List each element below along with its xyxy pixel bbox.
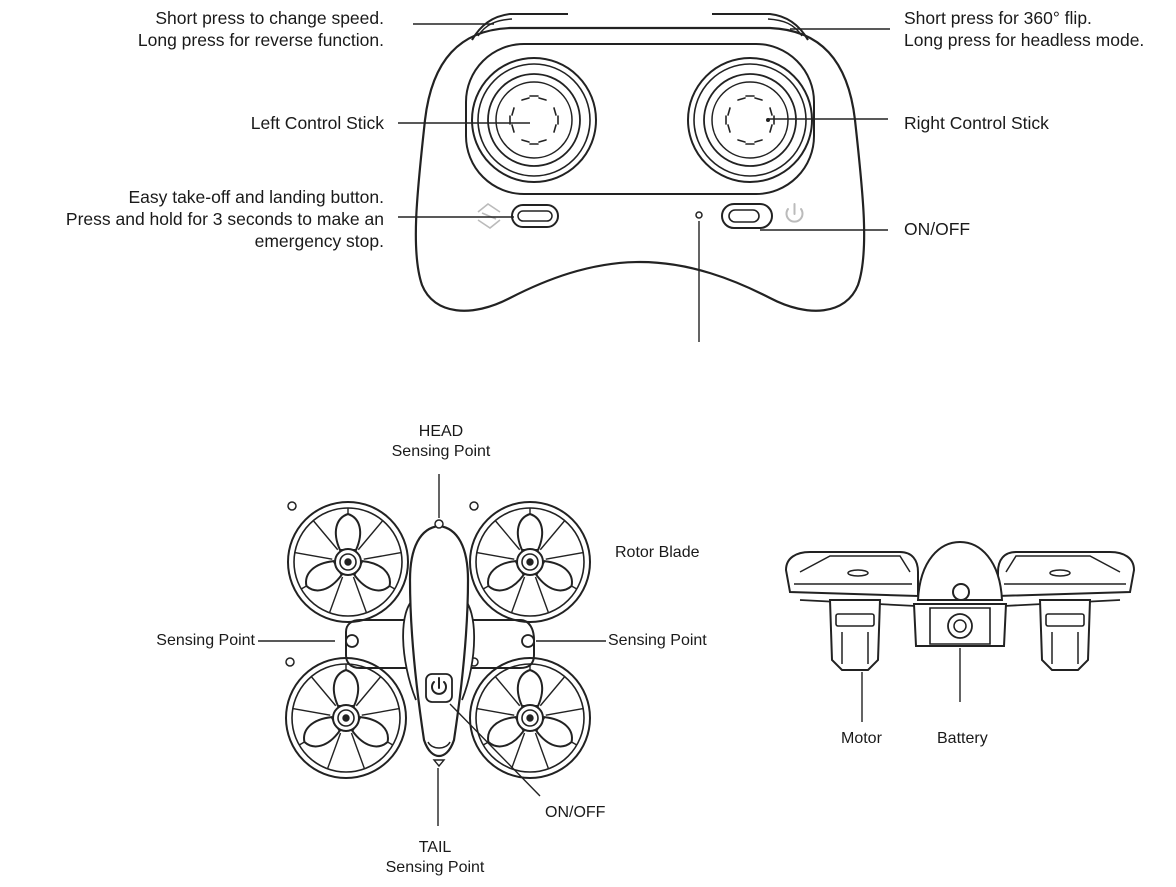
drone-top-view [285, 501, 591, 779]
right-motor [1038, 599, 1092, 671]
leader-drone-power [449, 703, 541, 797]
right-control-stick[interactable] [687, 57, 813, 183]
takeoff-button-label: Easy take-off and landing button. Press … [65, 187, 384, 251]
flip-button-label: Short press for 360° flip. Long press fo… [904, 8, 1145, 50]
drone-canopy [916, 540, 1004, 601]
left-sensing-label: Sensing Point [156, 632, 255, 649]
battery [912, 603, 1008, 647]
controller-body [414, 26, 866, 312]
drone-body [408, 524, 470, 758]
right-stick-label: Right Control Stick [904, 113, 1049, 133]
speed-button-label: Short press to change speed. Long press … [137, 8, 384, 50]
indicator-light [695, 211, 703, 219]
rotor-rear-left [285, 657, 407, 779]
takeoff-icon [477, 203, 501, 229]
tail-sensing-label: TAIL Sensing Point [385, 839, 485, 876]
drone-power-label: ON/OFF [545, 804, 606, 821]
rotor-blade-label: Rotor Blade [615, 544, 700, 561]
left-stick-label: Left Control Stick [250, 113, 384, 133]
controller [414, 13, 866, 312]
power-icon [785, 203, 804, 223]
left-motor [828, 599, 882, 671]
drone-front-view [784, 540, 1136, 671]
battery-label: Battery [937, 730, 988, 747]
rotor-front-right [469, 501, 591, 623]
takeoff-landing-button[interactable] [511, 204, 559, 228]
rotor-front-left [287, 501, 409, 623]
head-sensing-label: HEAD Sensing Point [391, 423, 491, 460]
drone-power-button[interactable] [425, 673, 453, 703]
power-switch[interactable] [721, 203, 773, 229]
left-control-stick[interactable] [471, 57, 597, 183]
right-sensing-label: Sensing Point [608, 632, 707, 649]
power-switch-label: ON/OFF [904, 219, 971, 239]
rotor-rear-right [469, 657, 591, 779]
motor-label: Motor [841, 730, 882, 747]
